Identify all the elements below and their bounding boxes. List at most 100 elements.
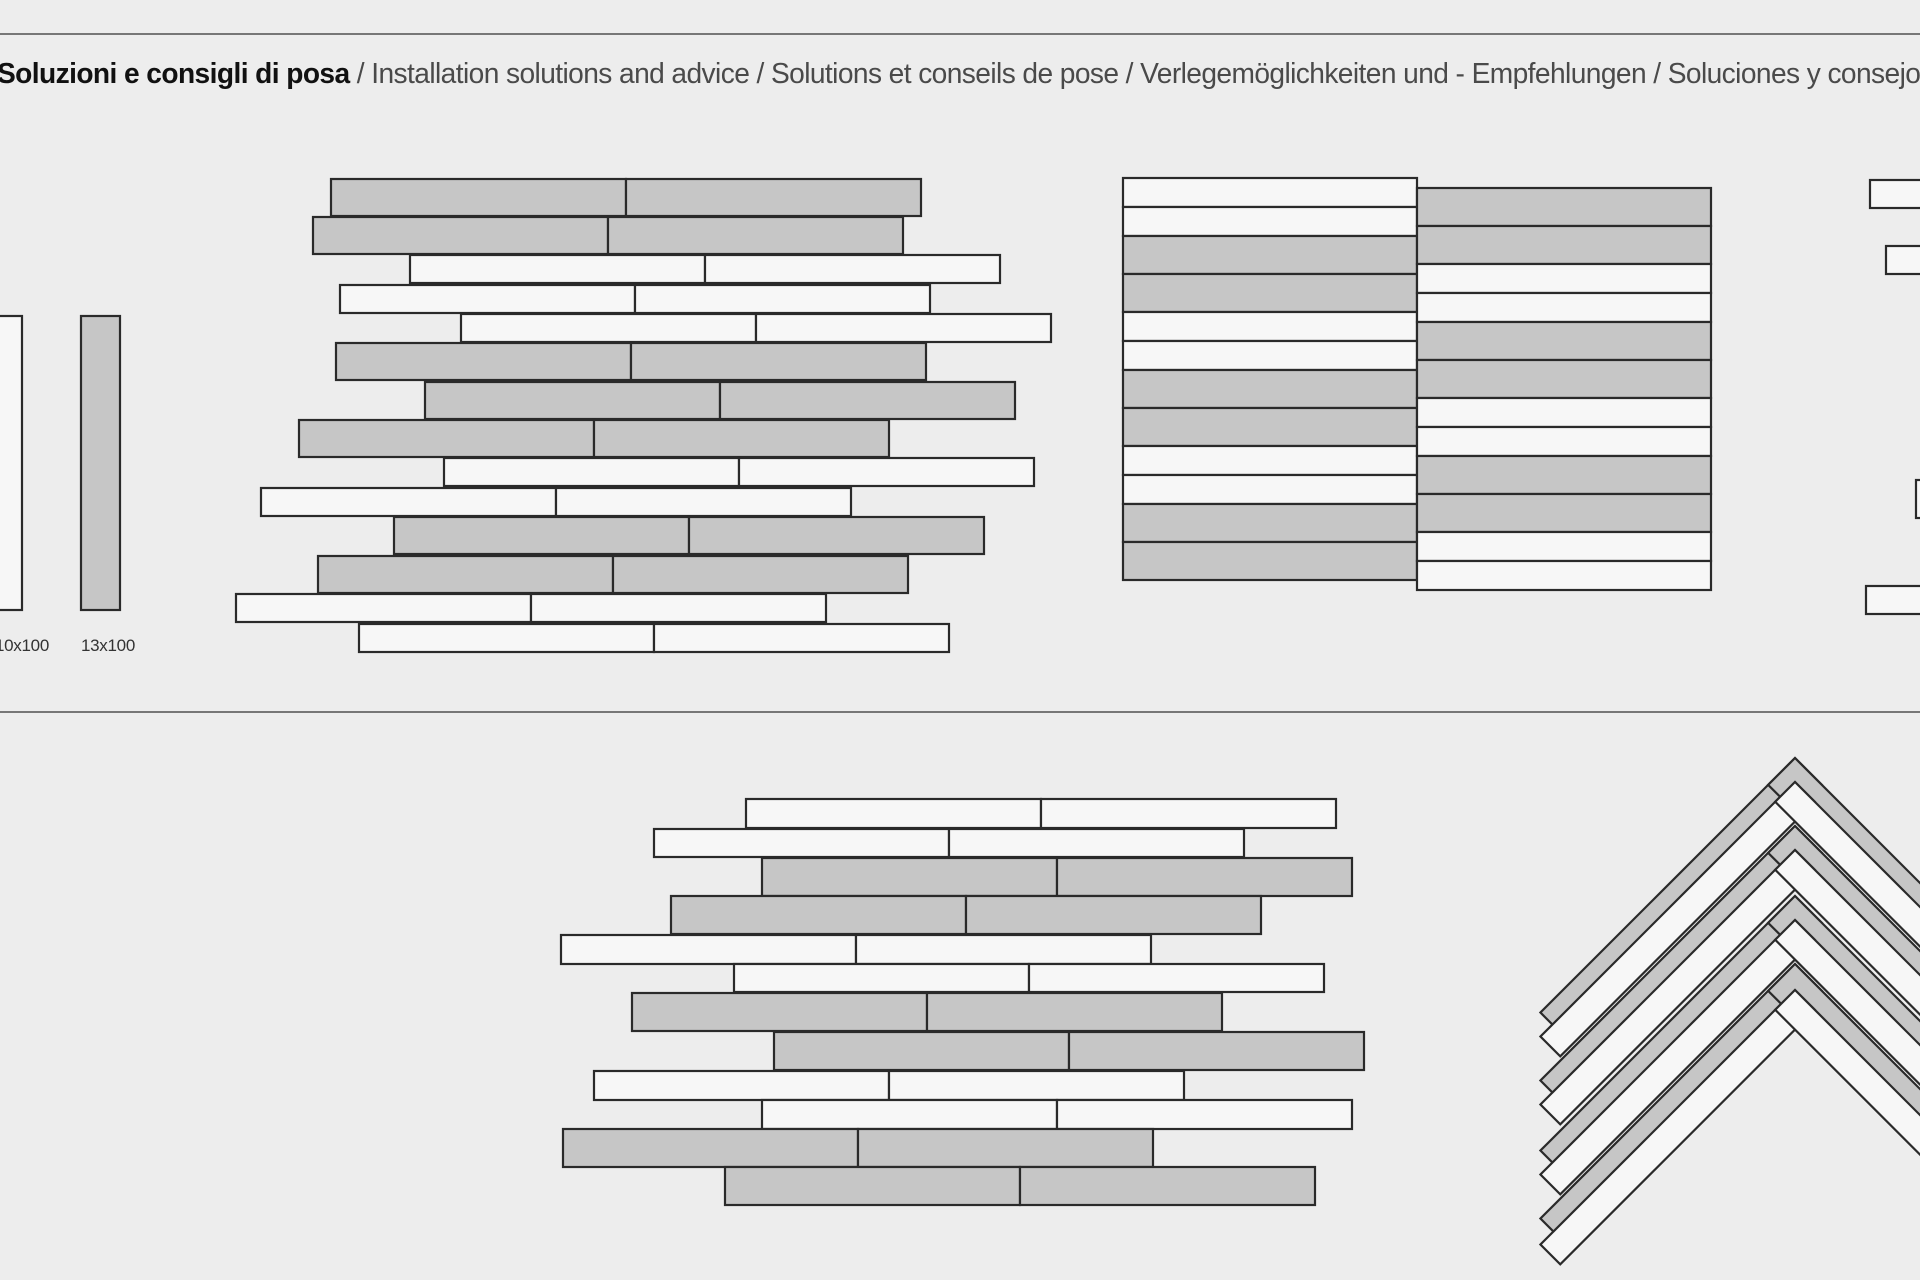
- tile: [624, 177, 923, 218]
- herringbone-planks: [1538, 756, 1920, 1266]
- tile: [529, 592, 828, 624]
- tile: [559, 933, 858, 966]
- tile: [311, 215, 610, 256]
- tile: [1415, 262, 1713, 295]
- tile: [1067, 1030, 1366, 1072]
- tile: [1039, 797, 1338, 830]
- tile: [703, 253, 1002, 285]
- tile: [1415, 224, 1713, 266]
- tile: [442, 456, 741, 488]
- tile: [234, 592, 533, 624]
- tile: [630, 991, 929, 1033]
- tile: [1121, 176, 1419, 209]
- middle-divider: [0, 711, 1920, 713]
- header-translations: / Installation solutions and advice / So…: [349, 58, 1920, 90]
- tile: [1914, 478, 1920, 520]
- tile: [1121, 339, 1419, 372]
- tile: [669, 894, 968, 936]
- tile: [1415, 492, 1713, 534]
- pattern-herringbone: [1538, 756, 1920, 1266]
- tile: [1415, 530, 1713, 563]
- top-divider: [0, 33, 1920, 35]
- tile-size-label-10x100: 10x100: [0, 636, 49, 655]
- tile: [561, 1127, 860, 1169]
- tile: [1121, 444, 1419, 477]
- tile: [1121, 540, 1419, 582]
- tile: [1415, 559, 1713, 592]
- tile: [854, 933, 1153, 966]
- section-header: Soluzioni e consigli di posa / Installat…: [0, 58, 1920, 102]
- tile: [1121, 368, 1419, 410]
- tile: [737, 456, 1036, 488]
- tile: [629, 341, 928, 382]
- tile: [652, 827, 951, 859]
- tile: [1121, 205, 1419, 238]
- tile: [760, 1098, 1059, 1131]
- tile: [687, 515, 986, 556]
- tile: [392, 515, 691, 556]
- tile: [754, 312, 1053, 344]
- tile: [357, 622, 656, 654]
- pattern-random-bond-bottom: [559, 797, 1366, 1207]
- tile: [633, 283, 932, 315]
- tile: [329, 177, 628, 218]
- tile: [611, 554, 910, 595]
- header-title-it: Soluzioni e consigli di posa: [0, 58, 350, 90]
- tile: [554, 486, 853, 518]
- tile: [964, 894, 1263, 936]
- tile: [856, 1127, 1155, 1169]
- pattern-random-bond-top: [234, 177, 1053, 654]
- tile: [744, 797, 1043, 830]
- tile: [1773, 988, 1920, 1266]
- tile: [1415, 425, 1713, 458]
- tile: [718, 380, 1017, 421]
- tile: [1773, 848, 1920, 1126]
- tile: [1121, 310, 1419, 343]
- tile: [316, 554, 615, 595]
- tile: [1055, 856, 1354, 898]
- tile: [652, 622, 951, 654]
- tile-size-label-13x100: 13x100: [81, 636, 135, 655]
- tile: [592, 418, 891, 459]
- tile-sample-13x100: [79, 314, 122, 612]
- tile: [334, 341, 633, 382]
- tile: [1121, 272, 1419, 314]
- tile: [1018, 1165, 1317, 1207]
- tile: [1055, 1098, 1354, 1131]
- tile: [1773, 780, 1920, 1058]
- tile: [947, 827, 1246, 859]
- tile: [606, 215, 905, 256]
- tile: [772, 1030, 1071, 1072]
- tile: [925, 991, 1224, 1033]
- tile: [423, 380, 722, 421]
- tile: [1868, 178, 1920, 210]
- tile: [1121, 502, 1419, 544]
- tile: [1415, 454, 1713, 496]
- tile: [723, 1165, 1022, 1207]
- tile: [1415, 186, 1713, 228]
- tile: [1027, 962, 1326, 994]
- tile: [459, 312, 758, 344]
- tile: [1121, 473, 1419, 506]
- tile: [1415, 396, 1713, 429]
- tile: [259, 486, 558, 518]
- pattern-cropped-right: [1864, 178, 1920, 616]
- tile: [887, 1069, 1186, 1102]
- tile: [592, 1069, 891, 1102]
- tile: [1864, 584, 1920, 616]
- tile: [1884, 244, 1920, 276]
- tile: [1121, 406, 1419, 448]
- tile-size-samples: [0, 314, 122, 612]
- tile: [297, 418, 596, 459]
- tile: [1121, 234, 1419, 276]
- tile: [732, 962, 1031, 994]
- tile: [1773, 918, 1920, 1196]
- tile: [1415, 320, 1713, 362]
- tile: [1415, 358, 1713, 400]
- tile: [1415, 291, 1713, 324]
- pattern-stacked-columns: [1121, 176, 1713, 592]
- tile: [760, 856, 1059, 898]
- tile-sample-10x100: [0, 314, 24, 612]
- tile: [408, 253, 707, 285]
